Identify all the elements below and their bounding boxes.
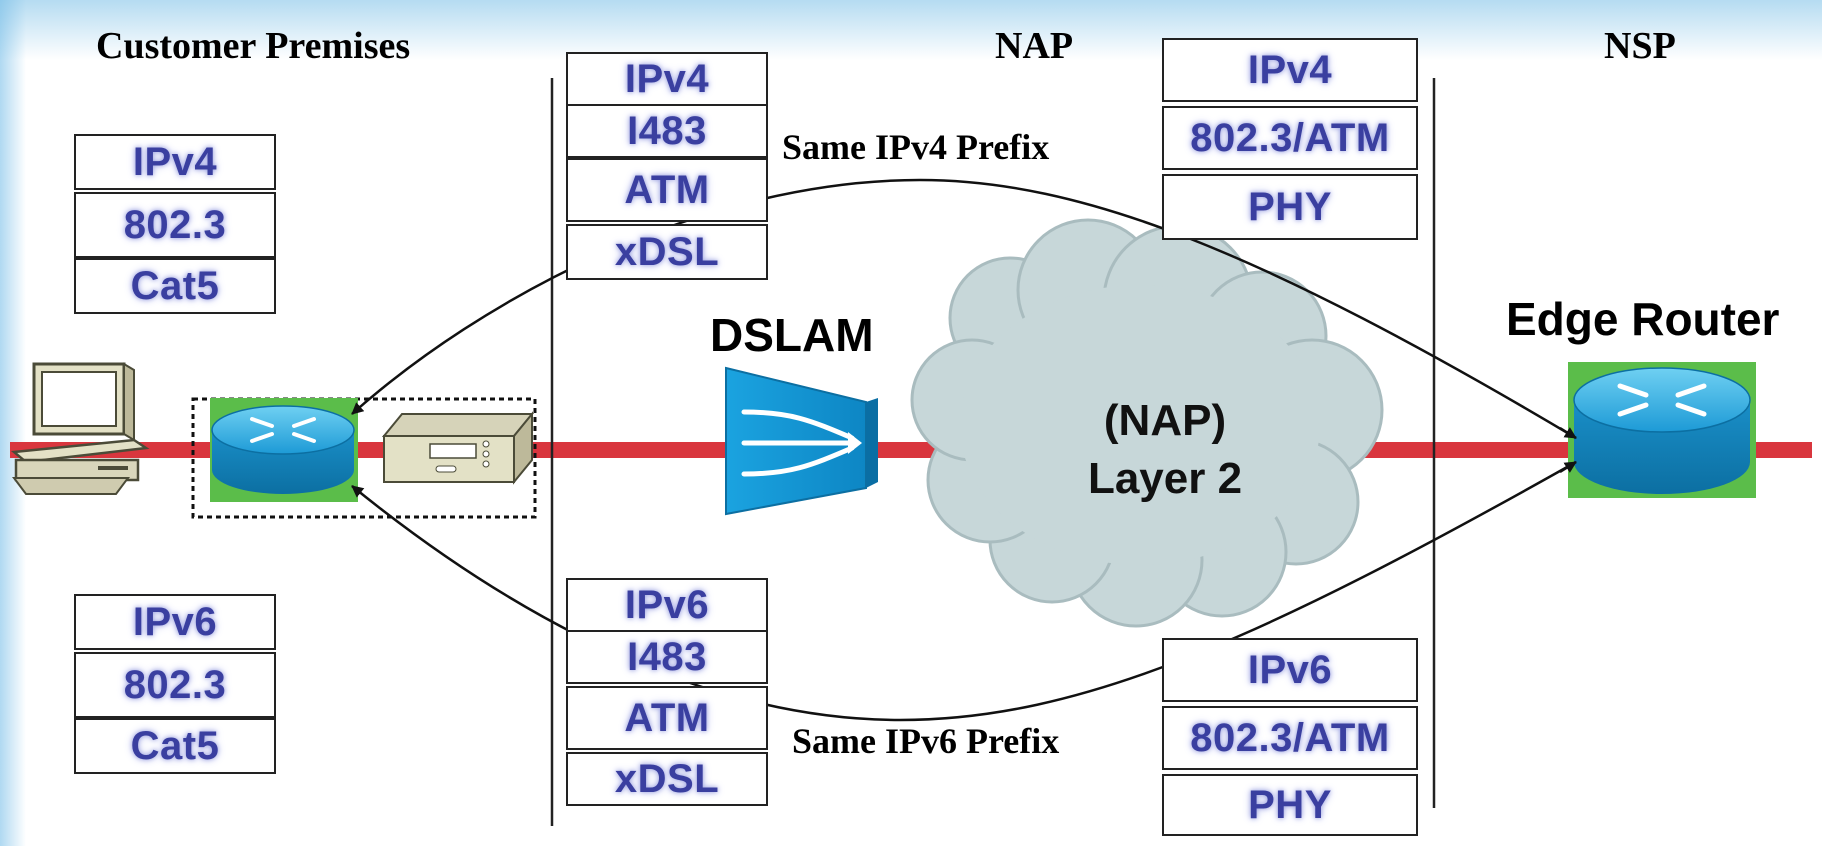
stack-layer-label: 802.3 <box>123 663 227 707</box>
router-icon <box>1568 362 1756 498</box>
router-icon <box>210 398 358 502</box>
stack-layer-label: IPv4 <box>132 140 218 184</box>
ipv6-prefix-arrow-head-right <box>1559 460 1577 474</box>
section-title-nap: NAP <box>995 25 1074 67</box>
stack-layer: I483 <box>566 630 768 684</box>
modem-icon <box>381 411 535 485</box>
stack-layer-label: IPv4 <box>1247 48 1333 92</box>
stack-layer-label: xDSL <box>614 230 720 274</box>
stack-layer: Cat5 <box>74 718 276 774</box>
stack-layer: 802.3/ATM <box>1162 106 1418 170</box>
stack-layer-label: PHY <box>1248 185 1332 229</box>
nsp-ipv6-stack: IPv6 802.3/ATM PHY <box>1162 638 1418 840</box>
stack-layer: IPv6 <box>74 594 276 650</box>
stack-layer: ATM <box>566 158 768 222</box>
customer-ipv6-stack: IPv6 802.3 Cat5 <box>74 594 276 774</box>
ipv6-prefix-label: Same IPv6 Prefix <box>792 721 1060 761</box>
stack-layer: PHY <box>1162 774 1418 836</box>
ipv4-prefix-arrow-head-right <box>1559 426 1577 440</box>
stack-layer: IPv6 <box>1162 638 1418 702</box>
stack-layer: Cat5 <box>74 258 276 314</box>
ipv6-prefix-arrow <box>351 460 1577 722</box>
dslam-label: DSLAM <box>710 309 874 361</box>
stack-layer-label: xDSL <box>614 757 720 801</box>
section-title-customer-premises: Customer Premises <box>96 25 411 67</box>
nap-ipv6-stack: IPv6 I483 ATM xDSL <box>566 578 768 806</box>
stack-layer: 802.3 <box>74 192 276 258</box>
cloud-label-line2: Layer 2 <box>1087 454 1243 503</box>
stack-layer: xDSL <box>566 224 768 280</box>
stack-layer-label: IPv6 <box>1247 648 1333 692</box>
dslam-icon <box>725 366 878 516</box>
stack-layer-label: ATM <box>624 168 710 212</box>
stack-layer-label: 802.3/ATM <box>1190 116 1390 160</box>
stack-layer-label: 802.3 <box>123 203 227 247</box>
cloud-label: (NAP) Layer 2 <box>1040 392 1290 508</box>
stack-layer-label: ATM <box>624 696 710 740</box>
stack-layer: PHY <box>1162 174 1418 240</box>
stack-layer: IPv6 <box>566 578 768 632</box>
cloud-icon <box>910 218 1384 628</box>
stack-layer-label: IPv4 <box>624 57 710 101</box>
stack-layer: IPv4 <box>566 52 768 106</box>
stack-layer: 802.3/ATM <box>1162 706 1418 770</box>
stack-layer-label: Cat5 <box>130 724 220 768</box>
customer-ipv4-stack: IPv4 802.3 Cat5 <box>74 134 276 314</box>
stack-layer: ATM <box>566 686 768 750</box>
stack-layer-label: PHY <box>1248 783 1332 827</box>
ipv4-prefix-label: Same IPv4 Prefix <box>782 127 1050 167</box>
stack-layer-label: I483 <box>627 635 707 679</box>
cpe-box <box>191 397 537 519</box>
stack-layer-label: 802.3/ATM <box>1190 716 1390 760</box>
stack-layer: I483 <box>566 104 768 158</box>
ipv4-prefix-arrow <box>351 178 1577 440</box>
stack-layer-label: IPv6 <box>132 600 218 644</box>
section-title-nsp: NSP <box>1604 25 1676 67</box>
nsp-ipv4-stack: IPv4 802.3/ATM PHY <box>1162 38 1418 240</box>
cloud-label-line1: (NAP) <box>1103 396 1227 445</box>
computer-icon <box>10 362 150 495</box>
stack-layer: IPv4 <box>1162 38 1418 102</box>
nap-ipv4-stack: IPv4 I483 ATM xDSL <box>566 52 768 280</box>
stack-layer-label: IPv6 <box>624 583 710 627</box>
stack-layer-label: I483 <box>627 109 707 153</box>
stack-layer: IPv4 <box>74 134 276 190</box>
stack-layer-label: Cat5 <box>130 264 220 308</box>
edge-router-label: Edge Router <box>1506 293 1780 345</box>
stack-layer: xDSL <box>566 752 768 806</box>
stack-layer: 802.3 <box>74 652 276 718</box>
